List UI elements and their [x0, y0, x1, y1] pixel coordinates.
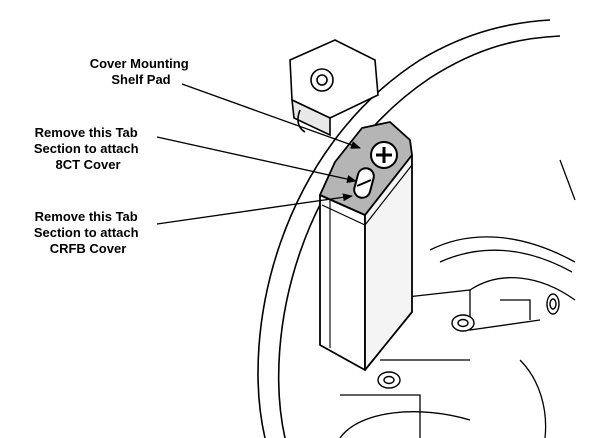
housing-bosses [377, 293, 560, 389]
bracket-hole-inner-icon [316, 74, 328, 86]
label-tab-crfb-line3: CRFB Cover [50, 241, 127, 256]
label-tab-8ct-line1: Remove this Tab [35, 125, 138, 140]
bracket-side [291, 98, 331, 137]
leader-tab-crfb [156, 193, 353, 225]
housing-rim-outer [257, 19, 551, 438]
label-tab-crfb: Remove this Tab Section to attach CRFB C… [34, 209, 142, 256]
label-tab-crfb-line1: Remove this Tab [35, 209, 138, 224]
top-mounting-bracket [289, 39, 379, 137]
leader-tab-8ct [156, 136, 357, 183]
leader-lines [156, 83, 361, 225]
label-tab-8ct-line2: Section to attach [34, 141, 139, 156]
label-tab-crfb-line2: Section to attach [34, 225, 139, 240]
boss-icon [451, 314, 475, 332]
shelf-pad-edge [321, 164, 413, 226]
interior-lower-curve [339, 411, 471, 438]
housing-interior-wall [339, 159, 576, 438]
label-tab-8ct: Remove this Tab Section to attach 8CT Co… [34, 125, 142, 172]
interior-vertical-edge [559, 159, 576, 201]
interior-floor-step [379, 289, 541, 331]
label-shelf-pad: Cover Mounting Shelf Pad [90, 56, 193, 87]
boss-icon [546, 293, 560, 315]
interior-lower-step [340, 394, 421, 438]
label-shelf-pad-line1: Cover Mounting [90, 56, 189, 71]
leader-shelf-pad [181, 83, 361, 149]
bracket-bend [297, 109, 306, 133]
interior-right-notch [500, 299, 531, 320]
label-shelf-pad-line2: Shelf Pad [111, 72, 170, 87]
interior-wall-arc [429, 236, 576, 263]
label-tab-8ct-line3: 8CT Cover [55, 157, 120, 172]
boss-icon [377, 371, 401, 389]
mounting-shelf-tab [319, 121, 413, 371]
interior-floor-edge [469, 277, 576, 301]
interior-right-lower [519, 359, 547, 438]
interior-wall-arc-inner [439, 249, 573, 273]
phillips-screw-icon [370, 141, 398, 169]
